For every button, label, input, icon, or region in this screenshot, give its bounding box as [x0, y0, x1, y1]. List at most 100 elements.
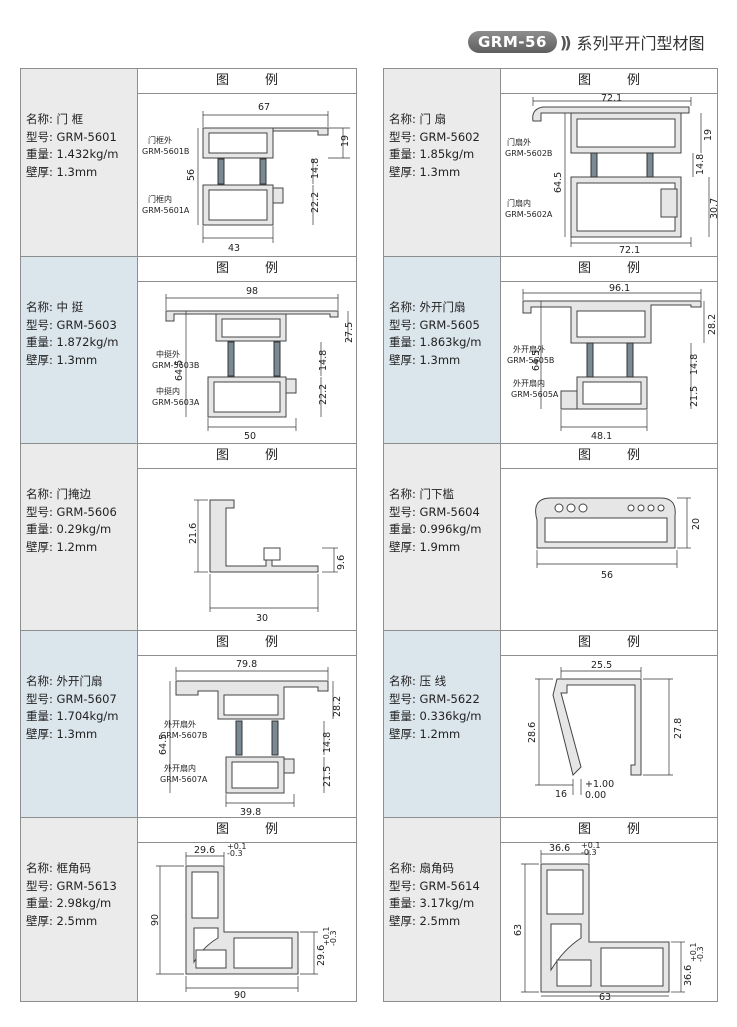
dim-width-bottom: 63	[599, 992, 611, 1001]
profile-thickness: 壁厚: 1.3mm	[389, 352, 461, 367]
dim-height-small: 9.6	[336, 555, 347, 570]
profile-model: 型号: GRM-5605	[389, 317, 480, 332]
dim-height: 63	[513, 924, 524, 936]
profile-weight: 重量: 0.336kg/m	[389, 709, 482, 723]
dim-width-bottom: 90	[234, 990, 246, 1001]
profile-weight: 重量: 1.704kg/m	[26, 709, 119, 723]
dim-height-top: 28.2	[707, 314, 717, 335]
profile-model: 型号: GRM-5613	[26, 878, 117, 893]
tolerance-side-upper: +0.1	[689, 943, 698, 962]
profile-drawing-5606: 21.6 9.6 30	[188, 499, 347, 624]
dim-height-mid: 14.8	[310, 158, 321, 179]
profile-drawing-5607: 79.8 28.2 64.5 14.8 21.5 39.8 外开扇外 GRM-5…	[158, 659, 343, 817]
part-code-outer: GRM-5601B	[142, 147, 189, 156]
part-code-inner: GRM-5601A	[142, 206, 190, 215]
dim-width-bottom: 72.1	[619, 245, 640, 256]
dim-side: 36.6	[683, 965, 694, 986]
dim-height-top: 19	[340, 135, 351, 147]
part-code-inner: GRM-5607A	[160, 775, 208, 784]
profile-thickness: 壁厚: 1.3mm	[389, 164, 461, 179]
profile-weight: 重量: 0.29kg/m	[26, 522, 112, 536]
figure-title: 图例	[501, 257, 717, 282]
profile-name: 名称: 外开门扇	[26, 674, 103, 688]
profile-thickness: 壁厚: 1.3mm	[26, 164, 98, 179]
profile-name: 名称: 门掩边	[26, 487, 92, 501]
dim-height-bottom: 21.5	[689, 386, 700, 407]
part-label-inner: 外开扇内	[513, 378, 545, 388]
dim-height-mid: 14.8	[689, 354, 700, 375]
part-label-outer: 外开扇外	[164, 719, 196, 729]
tolerance-lower: -0.3	[581, 848, 597, 857]
profile-drawing-5604: 20 56	[535, 497, 702, 581]
dim-height-mid: 14.8	[695, 154, 706, 175]
part-code-outer: GRM-5607B	[160, 731, 207, 740]
dim-width-top: 67	[258, 102, 270, 113]
tolerance-lower: 0.00	[585, 790, 606, 801]
profile-thickness: 壁厚: 1.2mm	[389, 726, 461, 741]
left-column-panel: 名称: 门 框 型号: GRM-5601 重量: 1.432kg/m 壁厚: 1…	[20, 68, 357, 1002]
tolerance-upper: +0.1	[581, 842, 600, 850]
tolerance-upper: +1.00	[585, 779, 614, 790]
profile-weight: 重量: 3.17kg/m	[389, 896, 475, 910]
tolerance-side-lower: -0.3	[329, 930, 338, 946]
profile-name: 名称: 外开门扇	[389, 300, 466, 314]
profile-model: 型号: GRM-5614	[389, 878, 480, 893]
profile-model: 型号: GRM-5603	[26, 317, 117, 332]
profile-name: 名称: 扇角码	[389, 861, 455, 875]
profile-model: 型号: GRM-5601	[26, 129, 117, 144]
profile-drawing-5602: 72.1 19 64.5 14.8 30.7 72.1 门扇外 GRM-5602…	[505, 93, 717, 256]
dim-height-right: 27.8	[673, 718, 684, 739]
figure-title: 图例	[501, 631, 717, 656]
profile-weight: 重量: 1.863kg/m	[389, 335, 482, 349]
dim-height: 90	[150, 914, 161, 926]
profile-thickness: 壁厚: 1.9mm	[389, 539, 461, 554]
part-code-outer: GRM-5605B	[507, 356, 554, 365]
figure-title: 图例	[138, 818, 356, 843]
profile-thickness: 壁厚: 2.5mm	[26, 913, 98, 928]
chevron-icon: ))	[559, 32, 572, 52]
part-code-outer: GRM-5602B	[505, 149, 552, 158]
profile-name: 名称: 中 挺	[26, 300, 84, 314]
profile-name: 名称: 框角码	[26, 861, 92, 875]
dim-width-top: 79.8	[236, 659, 257, 670]
dim-slot: 16	[555, 789, 567, 800]
dim-side: 29.6	[316, 945, 327, 966]
profile-drawing-5603: 98 27.5 64.5 14.8 22.2 50 中挺外 GRM-5603B …	[152, 286, 355, 442]
profile-cell-5602: 名称: 门 扇 型号: GRM-5602 重量: 1.85kg/m 壁厚: 1.…	[384, 69, 717, 256]
dim-width-top: 25.5	[591, 660, 612, 671]
dim-height-bottom: 30.7	[709, 198, 717, 219]
part-code-inner: GRM-5605A	[511, 390, 559, 399]
dim-width-bottom: 39.8	[240, 807, 261, 817]
part-label-inner: 门扇内	[507, 198, 531, 208]
profile-thickness: 壁厚: 1.2mm	[26, 539, 98, 554]
profile-model: 型号: GRM-5622	[389, 691, 480, 706]
profile-drawing-5622: 25.5 28.6 27.8 16 +1.00 0.00	[527, 660, 684, 801]
profile-cell-5603: 名称: 中 挺 型号: GRM-5603 重量: 1.872kg/m 壁厚: 1…	[21, 257, 356, 443]
dim-width-bottom: 50	[244, 431, 256, 442]
figure-title: 图例	[138, 444, 356, 469]
dim-height-total: 64.5	[158, 734, 169, 755]
dim-width-top: 29.6	[194, 845, 215, 856]
dim-height: 21.6	[188, 523, 199, 544]
figure-title: 图例	[501, 818, 717, 843]
profile-cell-5605: 名称: 外开门扇 型号: GRM-5605 重量: 1.863kg/m 壁厚: …	[384, 257, 717, 443]
part-label-inner: 外开扇内	[164, 763, 196, 773]
profile-weight: 重量: 1.872kg/m	[26, 335, 119, 349]
profile-cell-5622: 名称: 压 线 型号: GRM-5622 重量: 0.336kg/m 壁厚: 1…	[384, 631, 717, 817]
dim-height-total: 64.5	[553, 172, 564, 193]
profile-drawing-5601: 67 19 56 14.8 22.2 43 门框外 GRM-5601B 门框内 …	[142, 102, 351, 254]
profile-drawing-5613: 29.6 +0.1 -0.3 90 29.6 +0.1 -0.3 90	[150, 842, 338, 1001]
dim-height: 20	[691, 518, 702, 530]
tolerance-upper: +0.1	[227, 842, 246, 851]
dim-height-bottom: 22.2	[310, 192, 321, 213]
dim-height-mid: 14.8	[318, 350, 329, 371]
figure-title: 图例	[138, 69, 356, 94]
profile-drawing-5614: 36.6 +0.1 -0.3 63 36.6 +0.1 -0.3 63	[513, 842, 705, 1001]
dim-height-bottom: 21.5	[322, 766, 333, 787]
dim-width: 30	[256, 613, 268, 624]
dim-width-top: 36.6	[549, 843, 570, 854]
dim-height-mid: 14.8	[322, 732, 333, 753]
dim-height-total: 64.5	[531, 350, 542, 371]
dim-width-top: 96.1	[609, 283, 630, 294]
page-header: GRM-56 )) 系列平开门型材图	[468, 30, 705, 54]
